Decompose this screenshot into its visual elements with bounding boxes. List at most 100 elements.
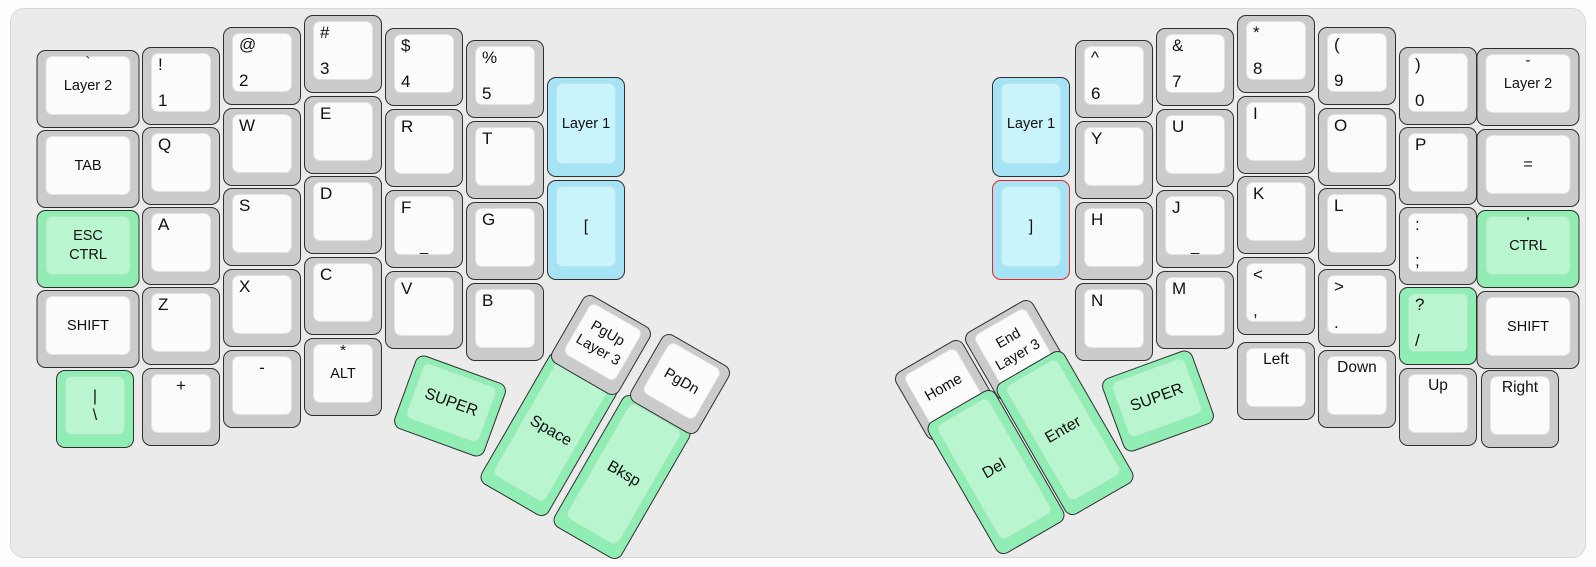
key-tab[interactable]: TAB [36, 130, 140, 208]
key-r[interactable]: R [385, 109, 463, 187]
key-label: Right [1501, 379, 1539, 396]
key-n[interactable]: N [1075, 283, 1153, 361]
key-label: - [259, 358, 265, 377]
key-percent-5[interactable]: %5 [466, 40, 544, 118]
key-shift-left[interactable]: SHIFT [36, 290, 140, 368]
key-pipe-backslash[interactable]: |\ [56, 370, 134, 448]
key-y[interactable]: Y [1075, 121, 1153, 199]
key-minus[interactable]: - [223, 350, 301, 428]
key-label: 5 [482, 84, 492, 103]
key-label: = [1523, 155, 1533, 173]
key-label: ( [1334, 35, 1340, 54]
keycap-surface: SUPER [1110, 356, 1204, 439]
key-label: M [1172, 279, 1187, 298]
keycap-surface: H [1084, 208, 1144, 267]
keycap-surface: F_ [394, 196, 454, 255]
key-s[interactable]: S [223, 188, 301, 266]
key-super-left[interactable]: SUPER [391, 352, 509, 460]
key-q[interactable]: Q [142, 127, 220, 205]
key-x[interactable]: X [223, 269, 301, 347]
key-lbracket[interactable]: [ [547, 180, 625, 280]
keycap-surface: <, [1246, 263, 1306, 322]
key-o[interactable]: O [1318, 108, 1396, 186]
key-exclam-1[interactable]: !1 [142, 47, 220, 125]
key-question-slash[interactable]: ?/ [1399, 287, 1477, 365]
keycap-surface: SUPER [404, 361, 498, 444]
keycap-surface: G [475, 208, 535, 267]
key-amp-7[interactable]: &7 [1156, 28, 1234, 106]
key-gt-period[interactable]: >. [1318, 269, 1396, 347]
keycap-surface: O [1327, 114, 1387, 173]
key-w[interactable]: W [223, 108, 301, 186]
key-j[interactable]: J_ [1156, 190, 1234, 268]
key-arrow-left[interactable]: Left [1237, 342, 1315, 420]
key-label: Bksp [604, 457, 644, 490]
keycap-surface: N [1084, 289, 1144, 348]
key-arrow-up[interactable]: Up [1399, 368, 1477, 446]
key-t[interactable]: T [466, 121, 544, 199]
key-arrow-right[interactable]: Right [1481, 370, 1559, 448]
key-d[interactable]: D [304, 176, 382, 254]
key-label: # [320, 23, 330, 42]
keycap-surface: I [1246, 102, 1306, 161]
key-label: 1 [158, 91, 168, 110]
key-p[interactable]: P [1399, 127, 1477, 205]
key-label: E [320, 104, 332, 123]
key-super-right[interactable]: SUPER [1099, 347, 1217, 455]
key-plus[interactable]: + [142, 368, 220, 446]
key-label: * [340, 342, 346, 359]
key-b[interactable]: B [466, 283, 544, 361]
keycap-surface: W [232, 114, 292, 173]
key-h[interactable]: H [1075, 202, 1153, 280]
keycap-surface: V [394, 277, 454, 336]
key-colon-semicolon[interactable]: :; [1399, 207, 1477, 285]
key-l[interactable]: L [1318, 188, 1396, 266]
keycap-surface: |\ [65, 376, 125, 435]
key-g[interactable]: G [466, 202, 544, 280]
keycap-surface: A [151, 213, 211, 272]
key-i[interactable]: I [1237, 96, 1315, 174]
key-f[interactable]: F_ [385, 190, 463, 268]
key-shift-right[interactable]: SHIFT [1476, 291, 1580, 369]
key-hash-3[interactable]: #3 [304, 15, 382, 93]
key-label: R [401, 117, 414, 136]
key-dollar-4[interactable]: $4 [385, 28, 463, 106]
key-label: T [482, 129, 493, 148]
key-at-2[interactable]: @2 [223, 27, 301, 105]
key-a[interactable]: A [142, 207, 220, 285]
key-layer1-left[interactable]: Layer 1 [547, 77, 625, 177]
key-label: SUPER [1127, 379, 1186, 415]
key-quote-ctrl[interactable]: 'CTRL [1476, 210, 1580, 288]
key-z[interactable]: Z [142, 287, 220, 365]
keycap-surface: = [1485, 135, 1571, 194]
key-c[interactable]: C [304, 257, 382, 335]
key-minus-layer2[interactable]: -Layer 2 [1476, 48, 1580, 126]
key-equals[interactable]: = [1476, 129, 1580, 207]
keycap-surface: -Layer 2 [1485, 52, 1571, 113]
key-rparen-0[interactable]: )0 [1399, 47, 1477, 125]
key-layer1-right[interactable]: Layer 1 [992, 77, 1070, 177]
keycap-surface: !1 [151, 53, 211, 112]
key-u[interactable]: U [1156, 109, 1234, 187]
key-m[interactable]: M [1156, 271, 1234, 349]
key-label: |\ [92, 387, 98, 424]
key-rbracket[interactable]: ] [992, 180, 1070, 280]
key-label: PgDn [661, 364, 703, 398]
key-grave-layer2[interactable]: `Layer 2 [36, 50, 140, 128]
keycap-surface: 'CTRL [1485, 214, 1571, 275]
key-asterisk-alt[interactable]: *ALT [304, 338, 382, 416]
key-label: 6 [1091, 84, 1101, 103]
key-k[interactable]: K [1237, 176, 1315, 254]
key-label: _ [1190, 238, 1200, 255]
key-label: Enter [1042, 412, 1084, 447]
key-v[interactable]: V [385, 271, 463, 349]
keycap-surface: ?/ [1408, 293, 1468, 352]
key-asterisk-8[interactable]: *8 [1237, 15, 1315, 93]
key-arrow-down[interactable]: Down [1318, 350, 1396, 428]
key-e[interactable]: E [304, 96, 382, 174]
key-lparen-9[interactable]: (9 [1318, 27, 1396, 105]
keycap-surface: :; [1408, 213, 1468, 272]
key-lt-comma[interactable]: <, [1237, 257, 1315, 335]
key-caret-6[interactable]: ^6 [1075, 40, 1153, 118]
